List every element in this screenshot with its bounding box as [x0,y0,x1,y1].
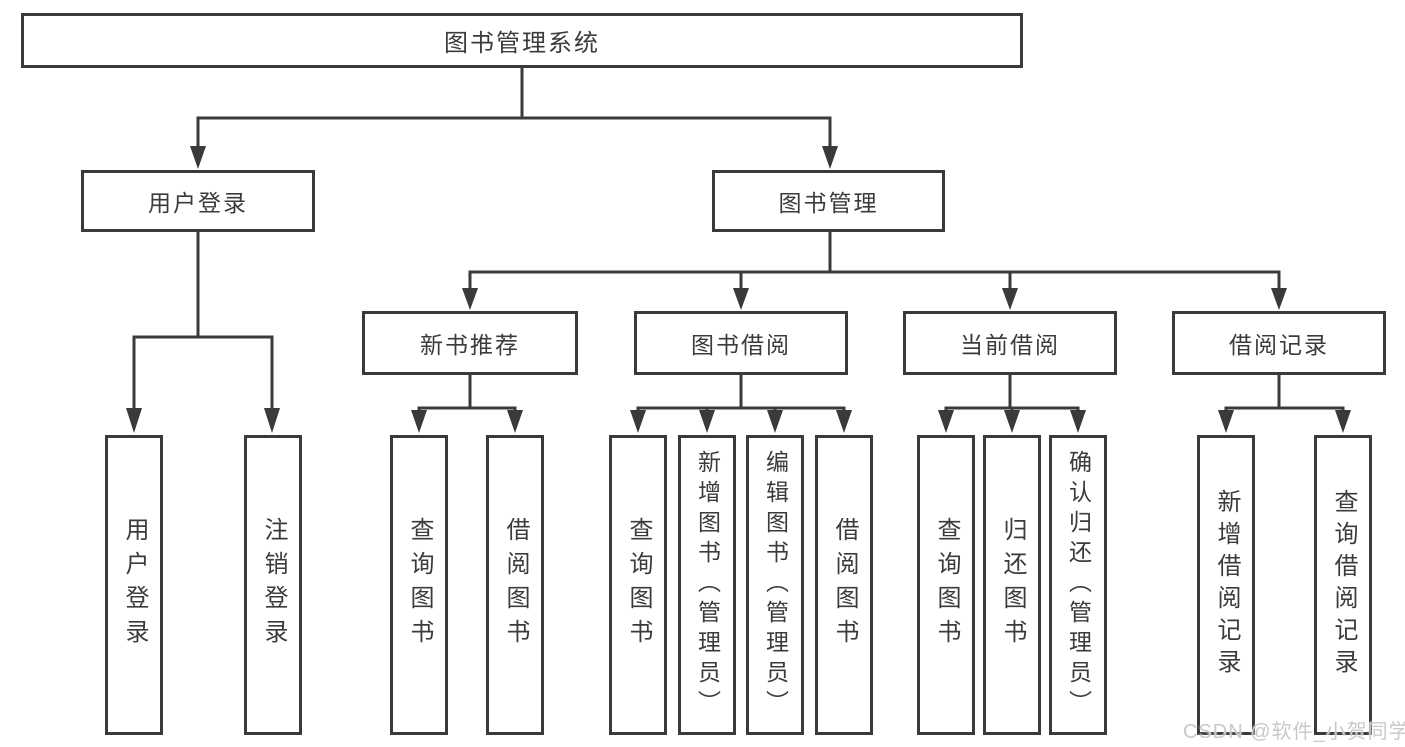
leaf-current-return-books: 归还图书 [983,435,1041,735]
node-library-management-system: 图书管理系统 [21,13,1023,68]
arrowheads [126,146,1351,433]
leaf-current-confirm-return-admin: 确认归还（管理员） [1049,435,1107,735]
leaf-logout: 注销登录 [244,435,302,735]
leaf-records-add-record: 新增借阅记录 [1197,435,1255,735]
node-book-management: 图书管理 [712,170,945,232]
leaf-recommend-query-books: 查询图书 [390,435,448,735]
leaf-current-query-books: 查询图书 [917,435,975,735]
leaf-records-query-record: 查询借阅记录 [1314,435,1372,735]
leaf-borrowing-edit-books-admin: 编辑图书（管理员） [746,435,804,735]
leaf-borrowing-query-books: 查询图书 [609,435,667,735]
node-user-login: 用户登录 [81,170,315,232]
leaf-user-login: 用户登录 [105,435,163,735]
csdn-watermark: CSDN @软件_小贺同学 [1183,721,1405,743]
leaf-borrowing-add-books-admin: 新增图书（管理员） [678,435,736,735]
leaf-recommend-borrow-books: 借阅图书 [486,435,544,735]
node-new-book-recommend: 新书推荐 [362,311,578,375]
leaf-borrowing-borrow-books: 借阅图书 [815,435,873,735]
node-borrowing-records: 借阅记录 [1172,311,1386,375]
node-current-borrowing: 当前借阅 [903,311,1117,375]
node-book-borrowing: 图书借阅 [634,311,848,375]
